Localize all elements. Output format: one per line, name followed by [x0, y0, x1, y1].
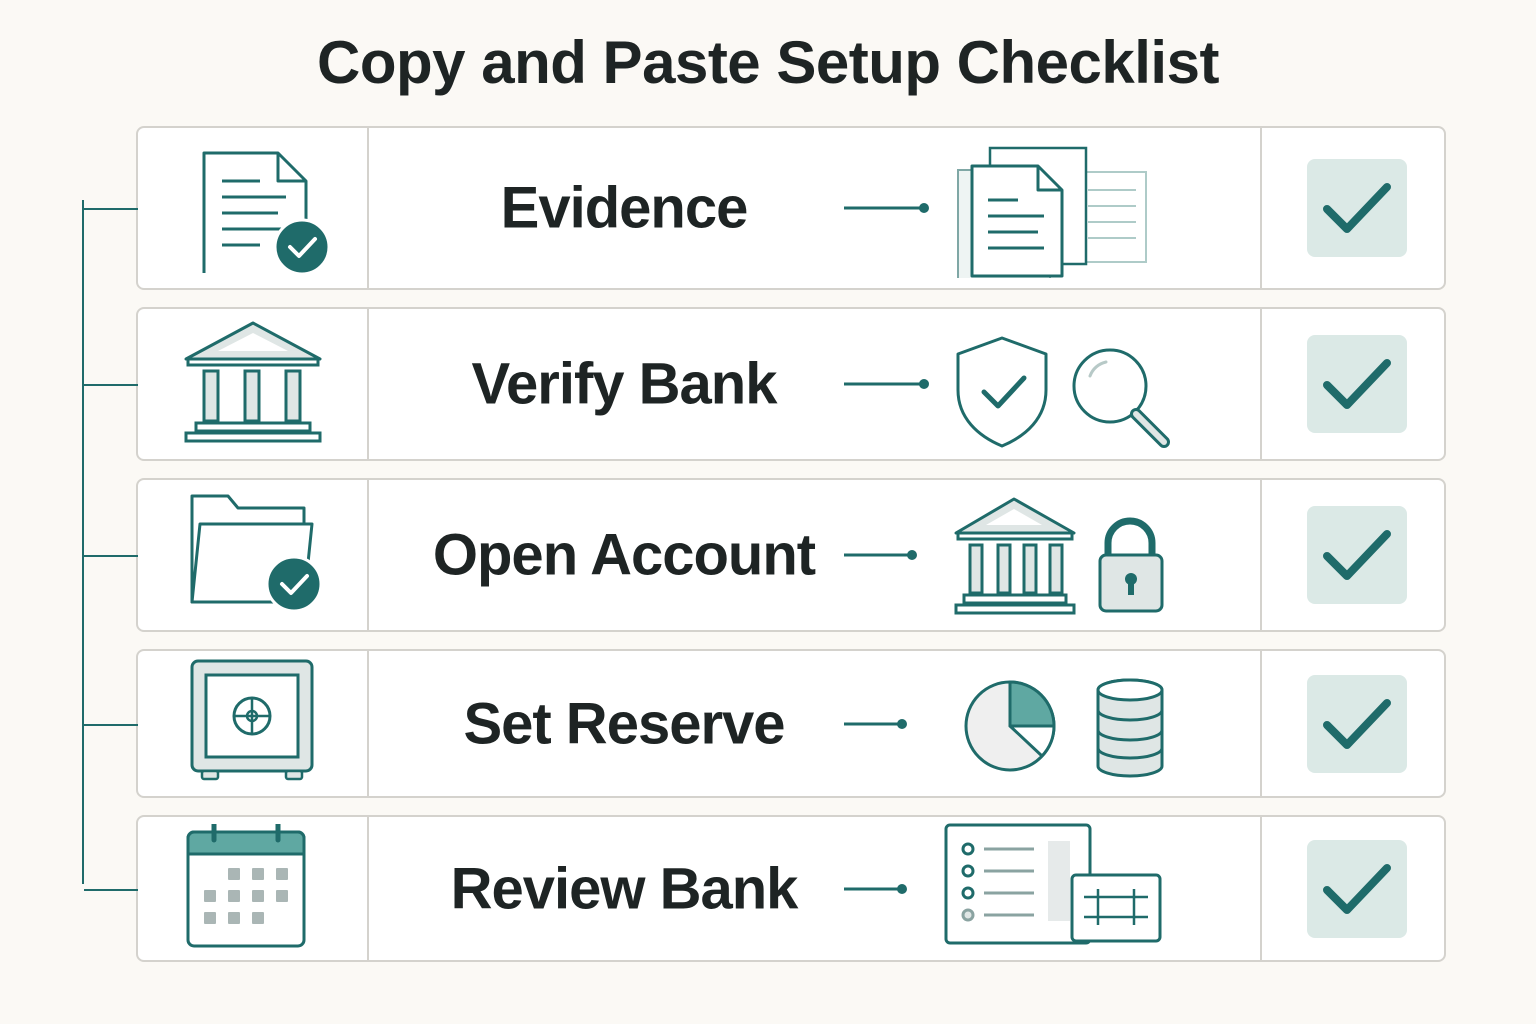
connector-arrow — [844, 377, 934, 391]
checklist-row-set-reserve: Set Reserve — [84, 649, 1446, 798]
column-divider — [1260, 309, 1262, 459]
column-divider — [367, 309, 369, 459]
document-check-icon — [178, 143, 328, 273]
safe-icon — [178, 659, 328, 789]
step-label: Open Account — [432, 522, 816, 588]
shield-check-icon — [956, 336, 1048, 448]
column-divider — [367, 817, 369, 960]
column-divider — [1260, 480, 1262, 630]
checklist-row-verify-bank: Verify Bank — [84, 307, 1446, 461]
check-icon — [1323, 530, 1391, 580]
table-panel-icon — [1070, 873, 1162, 942]
checklist-row-evidence: Evidence — [84, 126, 1446, 290]
document-stack-icon — [938, 138, 1198, 278]
tree-branch — [84, 555, 138, 557]
connector-arrow — [844, 548, 934, 562]
check-icon — [1323, 863, 1391, 914]
step-checkbox[interactable] — [1307, 159, 1407, 257]
column-divider — [367, 651, 369, 796]
column-divider — [367, 480, 369, 630]
calendar-icon — [178, 823, 328, 954]
reserve-icons — [938, 654, 1198, 794]
step-label: Verify Bank — [471, 351, 778, 417]
verify-icons — [938, 314, 1198, 454]
page-title: Copy and Paste Setup Checklist — [317, 29, 1219, 96]
connector-arrow — [844, 201, 934, 215]
check-icon — [1323, 359, 1391, 409]
step-label: Review Bank — [450, 856, 799, 921]
column-divider — [1260, 817, 1262, 960]
tree-branch — [84, 723, 138, 726]
column-divider — [367, 128, 369, 288]
step-checkbox[interactable] — [1307, 674, 1407, 773]
step-label: Evidence — [500, 175, 749, 241]
tree-connector-line — [82, 200, 84, 884]
pie-chart-icon — [964, 680, 1056, 771]
magnifier-icon — [1072, 348, 1170, 448]
column-divider — [1260, 128, 1262, 288]
connector-arrow — [844, 882, 934, 896]
checklist-row-review-bank: Review Bank — [84, 815, 1446, 962]
tree-branch — [84, 888, 138, 891]
column-divider — [1260, 651, 1262, 796]
tree-branch — [84, 384, 138, 386]
checklist-row-open-account: Open Account — [84, 478, 1446, 632]
review-icons — [938, 819, 1198, 959]
step-checkbox[interactable] — [1307, 839, 1407, 938]
folder-check-icon — [178, 490, 328, 620]
connector-arrow — [844, 717, 934, 731]
step-checkbox[interactable] — [1307, 506, 1407, 604]
checklist-panel-icon — [944, 823, 1092, 944]
account-icons — [938, 485, 1198, 625]
padlock-icon — [1098, 517, 1164, 613]
check-icon — [1323, 698, 1391, 749]
bank-icon — [178, 319, 328, 449]
database-icon — [1096, 678, 1164, 777]
tree-branch — [84, 208, 138, 210]
step-label: Set Reserve — [463, 691, 785, 756]
step-checkbox[interactable] — [1307, 335, 1407, 433]
check-icon — [1323, 183, 1391, 233]
bank-icon — [954, 497, 1076, 615]
